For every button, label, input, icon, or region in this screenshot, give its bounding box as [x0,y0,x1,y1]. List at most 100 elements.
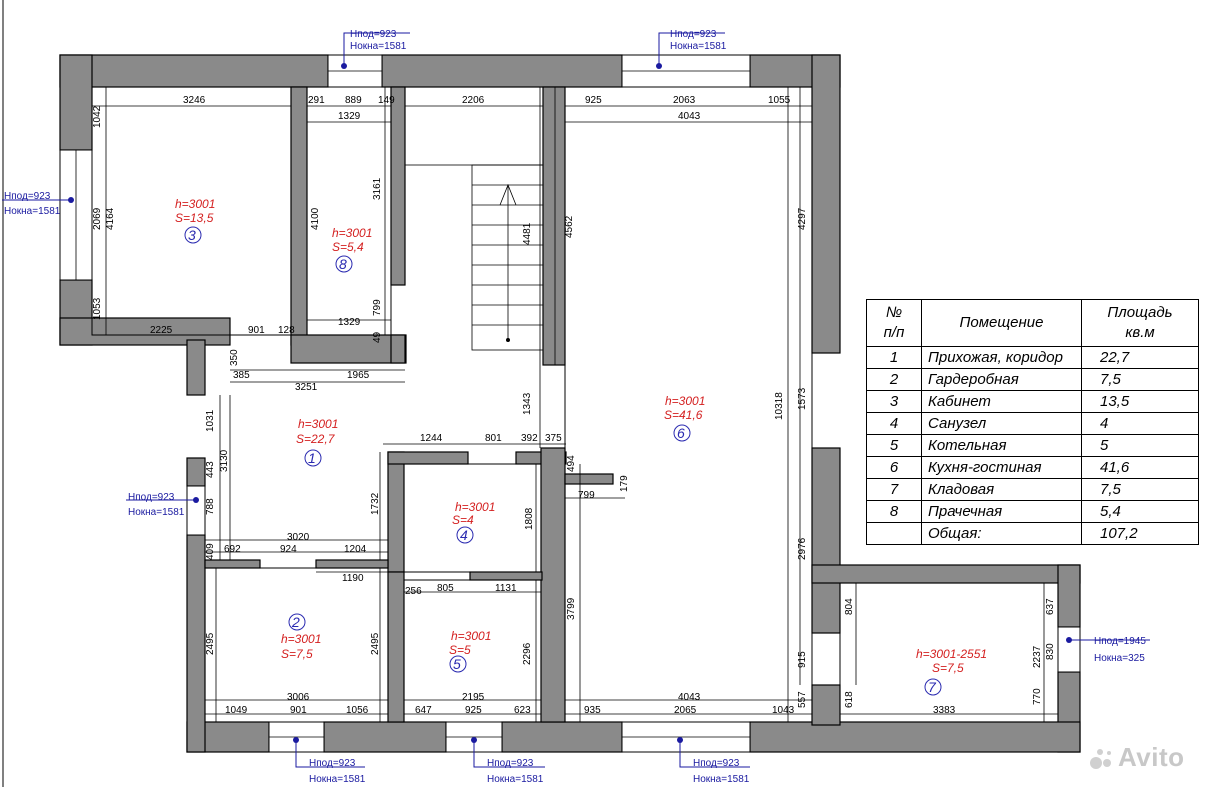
dim-label: 3020 [287,532,310,543]
row-room: Санузел [921,412,1082,435]
room-number-circle [288,613,306,631]
avito-logo-icon [1090,749,1111,769]
wall-kitchen-left [542,86,566,366]
room-number-circle [335,255,353,273]
row-room: Кладовая [921,478,1082,501]
interior-walls [204,86,614,723]
sill-height: Нпод=923 [670,29,717,40]
dim-label: 1204 [344,544,367,555]
wall-right-upper [811,54,841,354]
room-3: h=3001 S=13,5 3 [175,197,215,244]
dim-label: 924 [280,544,297,555]
dim-label: 637 [1045,598,1056,615]
dim-label: 1808 [524,507,535,530]
room-number-circle [184,226,202,244]
room-8: h=3001 S=5,4 8 [332,226,372,273]
dim-label: 385 [233,370,250,381]
dim-label: 149 [378,95,395,106]
window-height: Нокна=1581 [128,507,185,518]
room-height: h=3001 [665,394,705,408]
dim-label: 4297 [797,207,808,230]
room-height: h=3001 [281,632,321,646]
dim-label: 291 [308,95,325,106]
dim-label: 2195 [462,692,485,703]
dim-label: 3130 [219,449,230,472]
row-room: Прачечная [921,500,1082,523]
room-area: S=5 [449,643,471,657]
dim-label: 3799 [566,597,577,620]
sill-height: Нпод=923 [487,758,534,769]
dim-label: 2065 [674,705,697,716]
wall-laundry-corner [390,334,406,364]
wall-wardrobe-top-l [204,559,261,569]
wall-study-laundry [290,86,308,346]
dim-label: 3251 [295,382,318,393]
room-6: h=3001 S=41,6 6 [664,394,705,442]
dim-label: 1043 [772,705,795,716]
room-1: h=3001 S=22,7 1 [296,417,338,467]
dim-label: 179 [619,475,630,492]
dim-label: 1031 [205,409,216,432]
dim-label: 3383 [933,705,956,716]
dim-label: 2495 [370,632,381,655]
row-area: 22,7 [1081,346,1199,369]
room-2: 2 h=3001 S=7,5 [281,613,321,661]
room-number-circle [924,678,942,696]
dim-label: 1055 [768,95,791,106]
room-7: h=3001-2551 S=7,5 7 [916,647,987,696]
window-height: Нокна=1581 [670,41,727,52]
room-number: 8 [339,256,347,272]
dim-label: 925 [585,95,602,106]
dim-label: 2206 [462,95,485,106]
wall-notch [186,339,206,396]
room-number-circle [456,526,474,544]
header-area: Площадь кв.м [1081,299,1199,347]
table-total-row: Общая:107,2 [866,522,1199,545]
sill-height: Нпод=923 [128,492,175,503]
window-note-top-2: Нпод=923 Нокна=1581 [656,29,727,69]
dim-label: 623 [514,705,531,716]
room-4: h=3001 S=4 4 [452,500,495,544]
dim-label: 901 [290,705,307,716]
dim-label: 770 [1032,688,1043,705]
window-height: Нокна=1581 [693,774,750,785]
room-height: h=3001 [451,629,491,643]
window-note-top-1: Нпод=923 Нокна=1581 [341,29,410,69]
window-note-left-1: Нпод=923 Нокна=1581 [2,191,74,217]
windows [59,54,1081,753]
row-room: Котельная [921,434,1082,457]
room-number: 3 [188,227,196,243]
dim-label: 1244 [420,433,443,444]
sill-height: Нпод=1945 [1094,636,1146,647]
window-note-bottom-2: Нпод=923 Нокна=1581 [471,737,545,785]
row-area: 7,5 [1081,368,1199,391]
room-height: h=3001-2551 [916,647,987,661]
dim-label: 647 [415,705,432,716]
row-room: Гардеробная [921,368,1082,391]
dim-label: 830 [1045,643,1056,660]
window-height: Нокна=1581 [309,774,366,785]
row-number: 4 [866,412,922,435]
wall-storage-left [811,684,841,726]
window-note-bottom-1: Нпод=923 Нокна=1581 [293,737,366,785]
dim-label: 4164 [105,207,116,230]
dim-label: 128 [278,325,295,336]
dim-label: 256 [405,586,422,597]
dim-label: 1329 [338,317,361,328]
dim-label: 2495 [205,632,216,655]
dim-label: 915 [797,651,808,668]
dim-label: 1056 [346,705,369,716]
table-header-row: № п/п Помещение Площадь кв.м [866,299,1199,347]
dim-label: 557 [797,691,808,708]
dim-label: 4481 [522,222,533,245]
dim-label: 2296 [522,642,533,665]
room-5: h=3001 S=5 5 [449,629,491,673]
room-area: S=7,5 [281,647,313,661]
sill-height: Нпод=923 [309,758,356,769]
header-number: № п/п [866,299,922,347]
dim-label: 2225 [150,325,173,336]
row-area: 41,6 [1081,456,1199,479]
